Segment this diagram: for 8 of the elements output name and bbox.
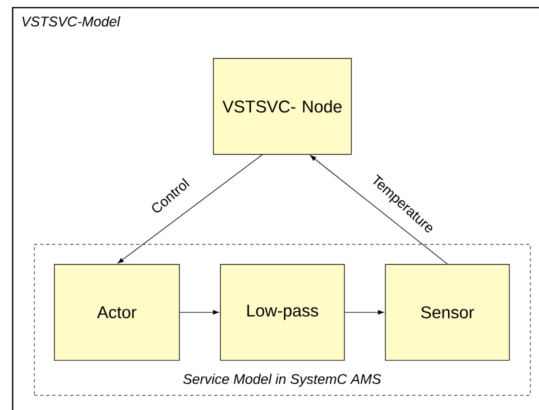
arrow: [179, 310, 219, 315]
arrow: [310, 155, 448, 264]
process-box: VSTSVC- Node: [213, 58, 352, 155]
process-box: Actor: [54, 264, 180, 361]
process-box: Low-pass: [220, 264, 345, 361]
arrow: [118, 154, 263, 264]
arrow: [344, 310, 384, 315]
process-box: Sensor: [385, 264, 510, 361]
